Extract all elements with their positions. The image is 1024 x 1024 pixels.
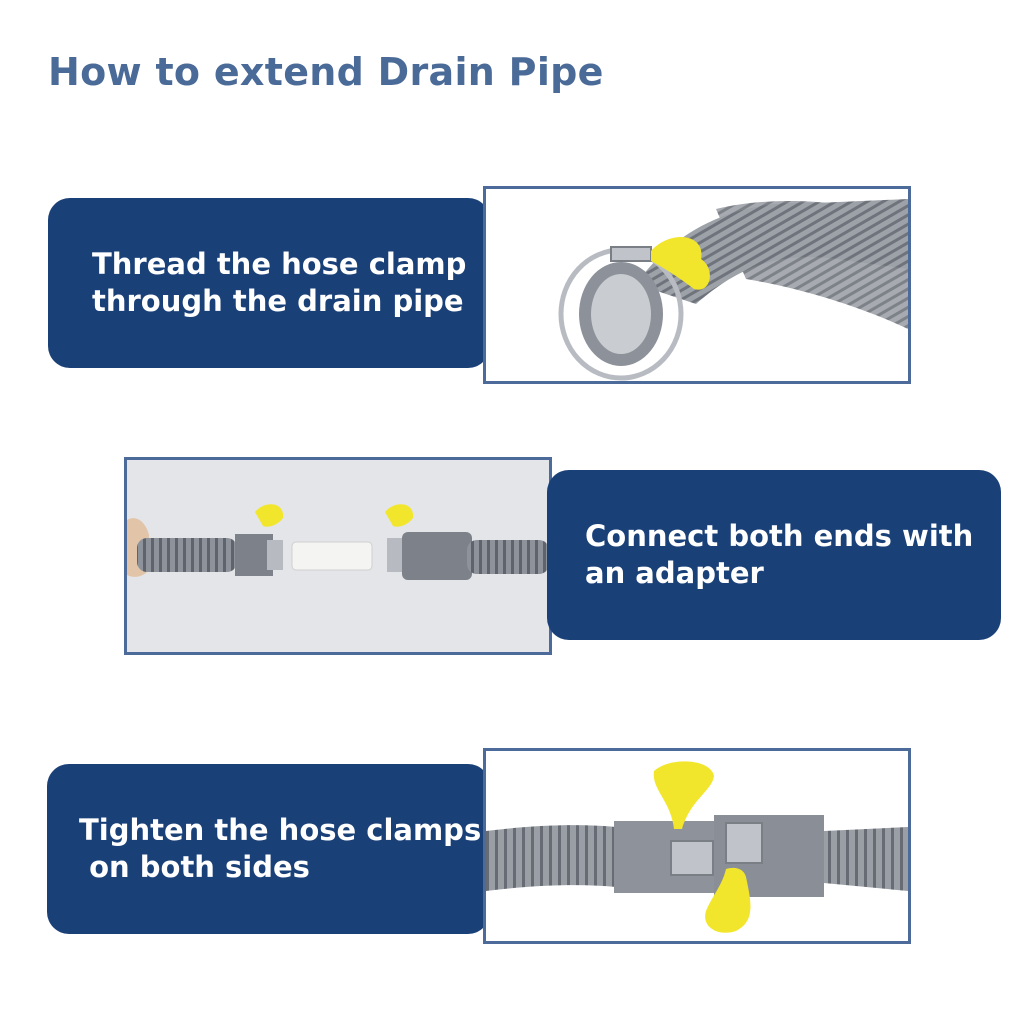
step-2-line-1: Connect both ends with <box>585 519 974 553</box>
step-1-line-2: through the drain pipe <box>92 284 464 318</box>
step-1-line-1: Thread the hose clamp <box>92 247 467 281</box>
step-3-line-2: on both sides <box>79 850 310 884</box>
step-1-card: Thread the hose clamp through the drain … <box>48 198 490 368</box>
step-2-line-2: an adapter <box>585 556 764 590</box>
tightened-clamps-photo-icon <box>486 761 908 933</box>
step-2-card: Connect both ends with an adapter <box>547 470 1001 640</box>
step-2-photo <box>124 457 552 655</box>
step-3-photo <box>483 748 911 944</box>
hose-clamp-photo-icon <box>558 199 908 381</box>
adapter-photo-icon <box>127 460 549 652</box>
step-1-photo <box>483 186 911 384</box>
step-3-card: Tighten the hose clamps on both sides <box>47 764 490 934</box>
step-3-line-1: Tighten the hose clamps <box>79 813 482 847</box>
page-title: How to extend Drain Pipe <box>48 50 604 94</box>
